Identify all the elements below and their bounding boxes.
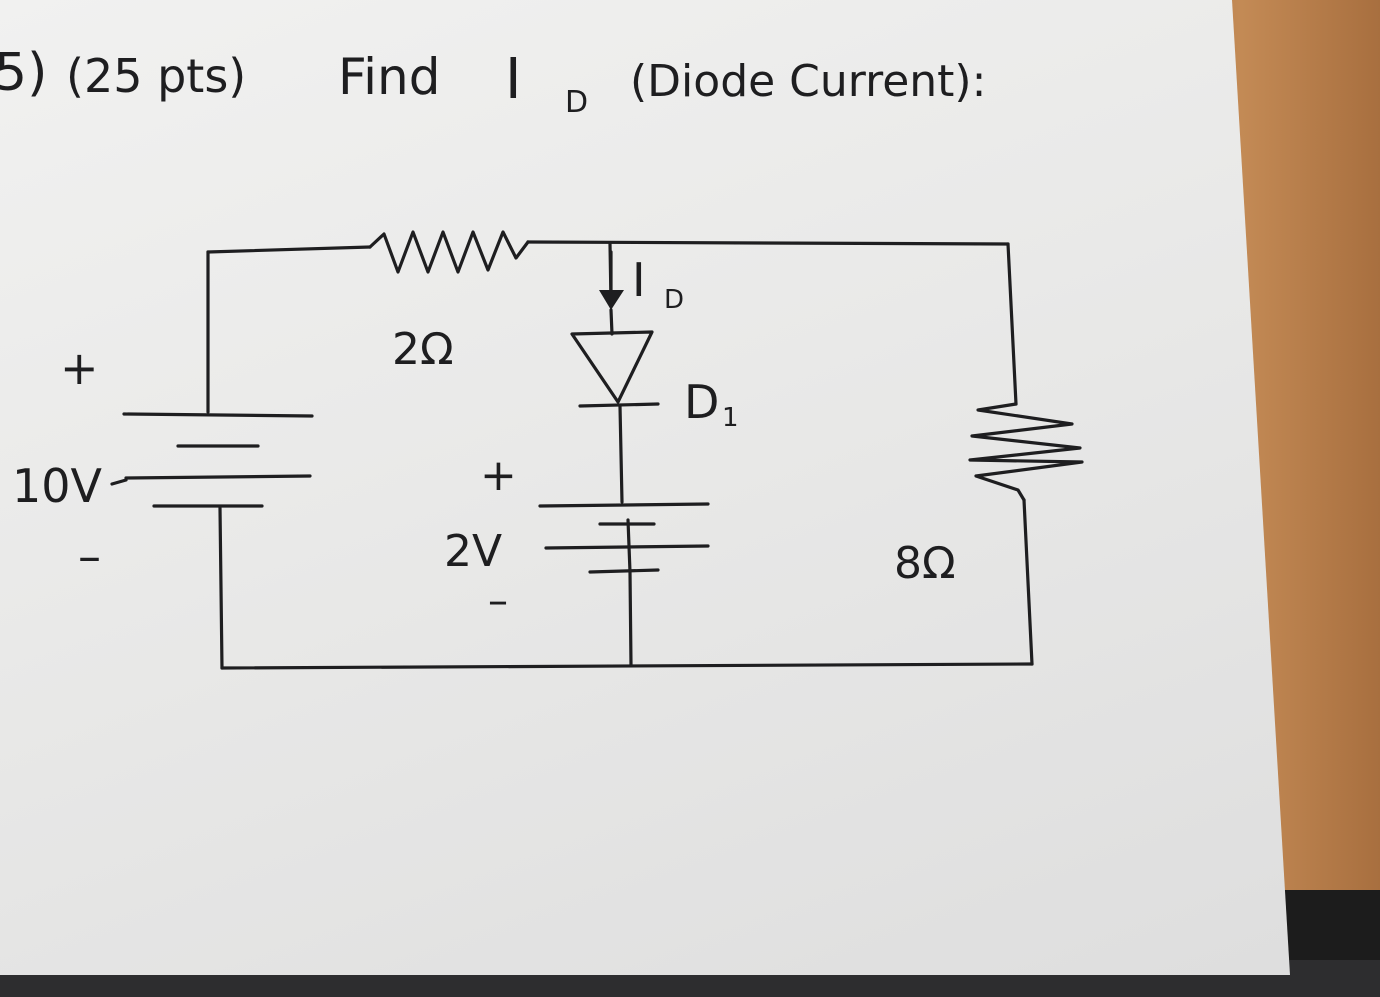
wire-left-lower [218,506,224,670]
battery-2v-plate-1 [538,502,710,508]
diode-label-subscript: 1 [722,403,739,433]
resistor-2-ohm: 2Ω [368,230,530,375]
wire-right-upper [1006,242,1018,406]
source-10v: + 10V – [12,341,314,583]
diode-anode-lead [609,308,614,336]
wire-top-right [526,240,1010,246]
problem-number: 5) [0,43,47,103]
battery-10v-lead [110,478,128,486]
source-2v-minus: – [488,578,508,624]
battery-10v-plate-3 [124,474,312,480]
diode-current-subscript: D [664,285,684,315]
source-10v-label: 10V [12,459,103,513]
battery-2v-plate-3 [544,544,710,550]
header-current-symbol: I [505,47,522,112]
diode-cathode-bar [578,402,660,408]
diode-triangle [570,330,654,404]
header-description: (Diode Current): [630,56,986,107]
battery-10v-plate-1 [122,412,314,418]
diode-label: D [684,375,719,429]
current-arrow-head [599,290,624,310]
problem-header: 5) (25 pts) Find I D (Diode Current): [0,43,986,120]
header-current-subscript: D [565,85,588,120]
wire-bottom [220,662,1034,670]
source-10v-plus: + [60,341,99,395]
resistor-8-ohm-label: 8Ω [894,538,956,589]
resistor-2-ohm-symbol [368,230,530,274]
worksheet-paper [0,0,1290,975]
wire-right-lower [1022,498,1034,666]
circuit-wires [206,240,1034,670]
battery-2v-center-lead [626,518,632,574]
source-10v-minus: – [78,529,101,583]
wire-battery-to-bottom [628,570,633,667]
resistor-2-ohm-label: 2Ω [392,324,454,375]
instruction-text: Find [338,48,440,106]
resistor-8-ohm-symbol [968,402,1084,502]
source-2v-label: 2V [444,526,502,577]
battery-2v-plate-4 [588,568,660,574]
wire-diode-to-battery [618,404,624,504]
resistor-8-ohm: 8Ω [894,402,1084,589]
source-2v-plus: + [480,450,517,501]
diode-current-indicator: I D [599,250,684,315]
diode-d1: D 1 [570,308,739,433]
problem-points: (25 pts) [66,49,246,103]
source-2v: + 2V – [444,450,710,624]
wire-top-left [206,245,372,254]
diode-current-symbol: I [632,253,646,307]
